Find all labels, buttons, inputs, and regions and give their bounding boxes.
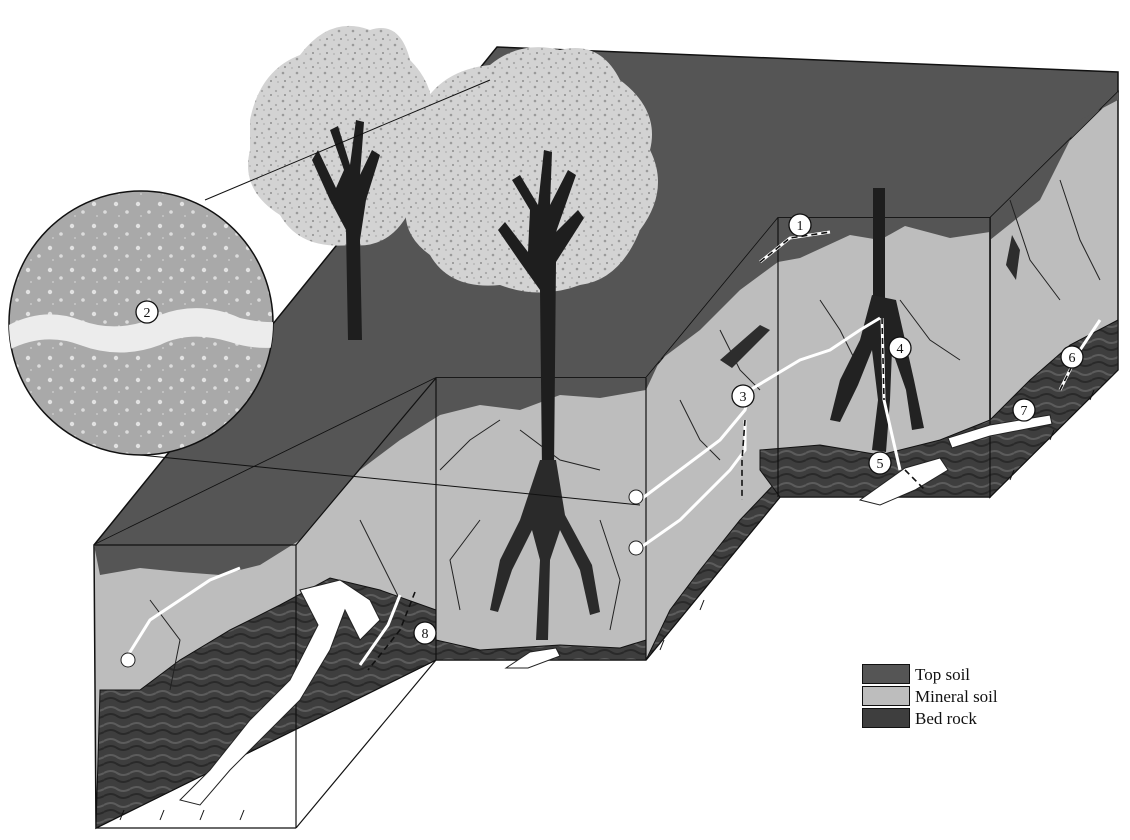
legend: Top soil Mineral soil Bed rock (862, 664, 1032, 730)
marker-2: 2 (136, 301, 158, 323)
marker-6: 6 (1061, 346, 1083, 368)
marker-3: 3 (732, 385, 754, 407)
legend-swatch-bed-rock (862, 708, 910, 728)
marker-8-label: 8 (422, 627, 429, 642)
marker-6-label: 6 (1069, 351, 1076, 366)
legend-item-mineral-soil: Mineral soil (862, 686, 1032, 708)
marker-2-label: 2 (144, 306, 151, 321)
marker-8: 8 (414, 622, 436, 644)
marker-4-label: 4 (897, 342, 904, 357)
marker-4: 4 (889, 337, 911, 359)
legend-swatch-top-soil (862, 664, 910, 684)
marker-1: 1 (789, 214, 811, 236)
marker-7-label: 7 (1021, 404, 1028, 419)
legend-swatch-mineral-soil (862, 686, 910, 706)
marker-5: 5 (869, 452, 891, 474)
legend-item-top-soil: Top soil (862, 664, 1032, 686)
marker-5-label: 5 (877, 457, 884, 472)
legend-label-bed-rock: Bed rock (915, 709, 977, 729)
legend-item-bed-rock: Bed rock (862, 708, 1032, 730)
legend-label-mineral-soil: Mineral soil (915, 687, 998, 707)
legend-label-top-soil: Top soil (915, 665, 970, 685)
marker-7: 7 (1013, 399, 1035, 421)
marker-1-label: 1 (797, 219, 804, 234)
marker-3-label: 3 (740, 390, 747, 405)
